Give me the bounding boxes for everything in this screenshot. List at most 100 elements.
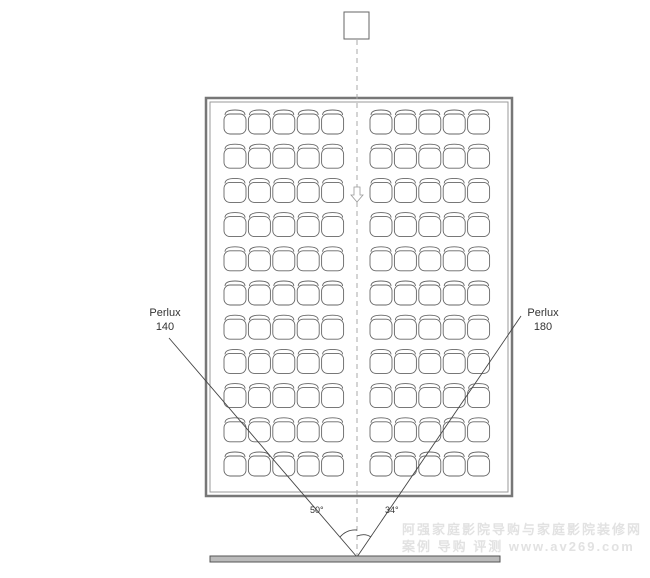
seat [321,348,345,374]
seat [393,246,417,272]
seat [321,280,345,306]
seat [393,348,417,374]
seat [321,314,345,340]
watermark-line1: 阿强家庭影院导购与家庭影院装修网 [402,522,643,537]
seat [418,348,442,374]
seat [418,314,442,340]
seat [296,177,320,203]
seat [296,246,320,272]
left-projection-line [168,337,358,558]
down-arrow-icon [350,186,364,203]
seat [272,417,296,443]
watermark-line2: 案例 导购 评测 www.av269.com [402,539,635,554]
seat [442,109,466,135]
seat [442,177,466,203]
seat [393,383,417,409]
seat [418,109,442,135]
left-projector-name: Perlux [149,307,181,319]
seat [442,314,466,340]
seat [393,212,417,238]
seat [393,143,417,169]
seat [296,280,320,306]
right-angle-label: 34° [385,505,399,515]
seat [272,246,296,272]
right-projector-label: Perlux 180 [518,306,568,334]
seat [467,177,491,203]
seat [247,383,271,409]
seat [247,348,271,374]
seat [247,417,271,443]
ceiling-projector-box [343,11,370,40]
seat [369,314,393,340]
seat [369,280,393,306]
seat [467,417,491,443]
seat [467,383,491,409]
seat [442,383,466,409]
right-angle-arc [356,534,372,538]
seat [296,143,320,169]
seat [223,109,247,135]
seat [467,109,491,135]
seat [321,143,345,169]
seat [247,280,271,306]
left-angle-arc [339,529,358,538]
seat [418,143,442,169]
right-projector-model: 180 [533,321,553,333]
seat [223,348,247,374]
seat [418,177,442,203]
left-angle-label: 50° [310,505,324,515]
seat [272,348,296,374]
seat [223,417,247,443]
seat [272,383,296,409]
seat [369,212,393,238]
seat [272,212,296,238]
seat-grid [223,109,491,477]
right-projection-line [356,315,522,558]
seat [223,383,247,409]
left-projector-model: 140 [155,321,175,333]
seat [321,383,345,409]
seat [321,177,345,203]
seat [223,212,247,238]
seat [369,348,393,374]
right-projector-name: Perlux [527,307,559,319]
room-outer-wall [204,96,514,498]
seat [393,177,417,203]
seat [418,212,442,238]
seat [369,109,393,135]
seat [393,314,417,340]
seat [418,280,442,306]
seat [247,246,271,272]
seat [247,177,271,203]
seat [223,451,247,477]
seat [442,417,466,443]
seat [442,212,466,238]
seat [369,177,393,203]
seat [442,143,466,169]
seat [369,451,393,477]
watermark: 阿强家庭影院导购与家庭影院装修网 案例 导购 评测 www.av269.com [402,521,642,555]
seat [272,451,296,477]
seat [467,246,491,272]
seat [223,246,247,272]
seat [321,417,345,443]
seat [442,246,466,272]
seat [272,143,296,169]
seat [321,451,345,477]
seat [296,348,320,374]
seat [321,212,345,238]
seat [467,212,491,238]
seat [321,246,345,272]
seat [223,177,247,203]
seat [296,314,320,340]
seat [296,417,320,443]
seat [247,451,271,477]
seat [393,451,417,477]
seat [467,314,491,340]
seat [272,177,296,203]
seat [272,314,296,340]
seat [418,383,442,409]
seat [247,109,271,135]
seat [223,143,247,169]
